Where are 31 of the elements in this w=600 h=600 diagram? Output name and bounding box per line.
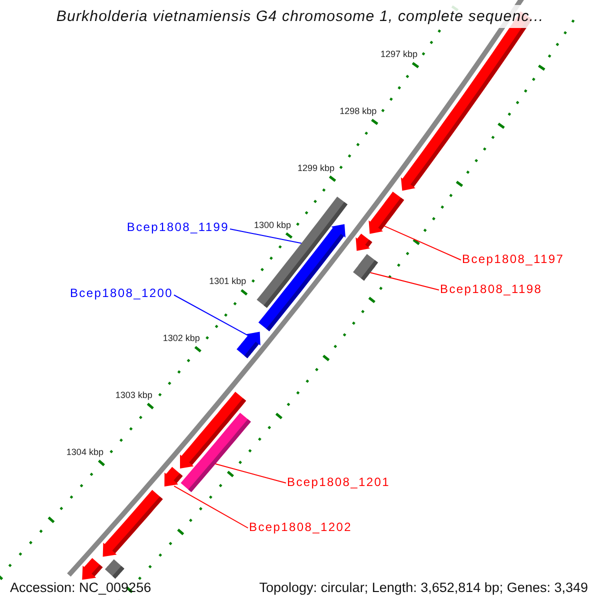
- scale-label: 1304 kbp: [66, 446, 104, 458]
- gene-feature: [356, 234, 372, 251]
- gene-feature: [102, 490, 163, 557]
- gene-label: Bcep1808_1202: [249, 519, 352, 535]
- leader-line: [174, 294, 248, 336]
- gene-label: Bcep1808_1199: [126, 219, 229, 235]
- scale-label: 1299 kbp: [297, 162, 334, 174]
- scale-label: 1300 kbp: [254, 218, 291, 230]
- scale-label: 1302 kbp: [162, 332, 200, 344]
- leader-line: [214, 463, 286, 484]
- footer-text: Accession: NC_009256: [9, 580, 152, 596]
- gene-block: [180, 412, 251, 492]
- gene-feature: [164, 466, 183, 486]
- gene-label: Bcep1808_1198: [440, 281, 542, 297]
- gene-block: [353, 254, 378, 281]
- gene-label: Bcep1808_1197: [462, 251, 564, 267]
- gene-feature: [236, 332, 260, 358]
- scale-label: 1303 kbp: [115, 389, 152, 402]
- leader-line: [384, 226, 462, 260]
- gene-label: Bcep1808_1200: [70, 285, 173, 301]
- gene-block: [104, 559, 124, 579]
- scale-label: 1297 kbp: [380, 48, 418, 60]
- gene-label: Bcep1808_1201: [287, 474, 390, 490]
- leader-line: [370, 272, 440, 290]
- gene-feature: [82, 558, 103, 580]
- leader-line: [230, 228, 302, 244]
- leader-line: [174, 486, 248, 528]
- gene-feature: [368, 192, 404, 234]
- footer-text: Topology: circular; Length: 3,652,814 bp; Genes: 3,349: [258, 580, 589, 596]
- scale-label: 1301 kbp: [209, 275, 246, 288]
- scale-label: 1298 kbp: [340, 104, 377, 117]
